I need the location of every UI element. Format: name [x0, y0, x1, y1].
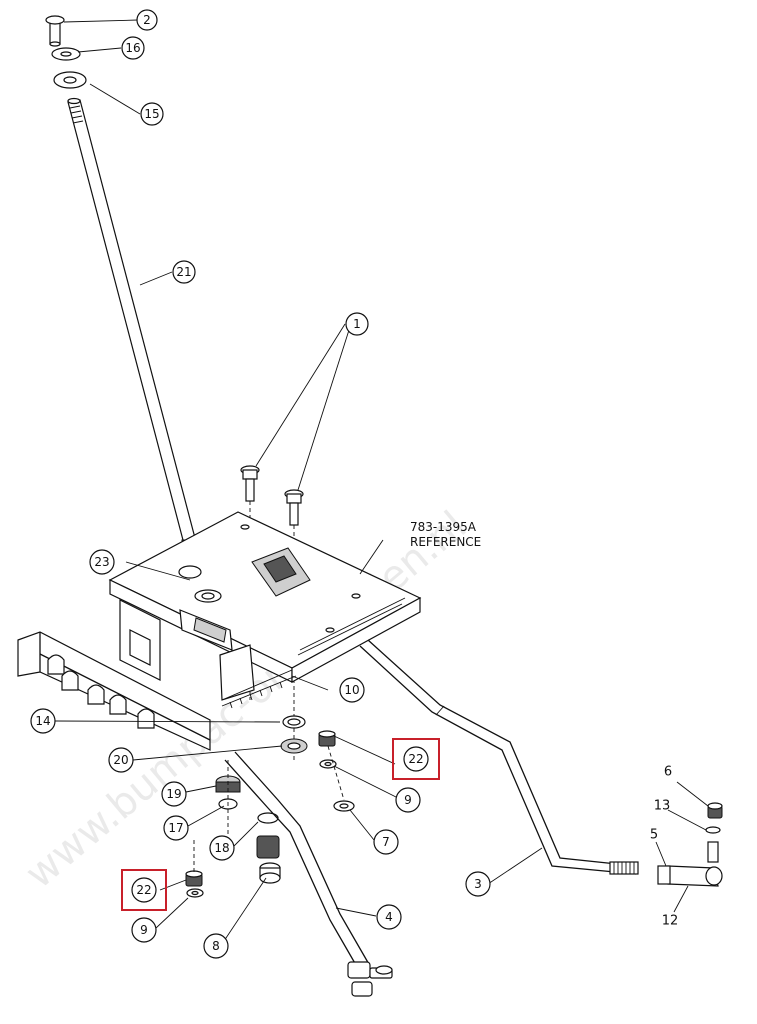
callout-22-left-label: 22 [136, 883, 151, 897]
tie-rod-end [347, 961, 393, 997]
callout-19-label: 19 [166, 787, 181, 801]
callout-15-label: 15 [144, 107, 159, 121]
washer-9-left [186, 888, 204, 898]
callout-2-label: 2 [143, 13, 151, 27]
callout-14-label: 14 [35, 714, 50, 728]
reference-word: REFERENCE [410, 535, 481, 549]
steering-gear-sector [219, 644, 297, 709]
callout-22-right-label: 22 [408, 752, 423, 766]
callout-20-label: 20 [113, 753, 128, 767]
callout-21: 21 [172, 260, 196, 284]
callout-18-label: 18 [214, 841, 229, 855]
callout-18: 18 [209, 835, 235, 861]
callout-9-left: 9 [131, 917, 157, 943]
callout-10-label: 10 [344, 683, 359, 697]
label-6: 6 [664, 765, 672, 780]
callout-10: 10 [339, 677, 365, 703]
callout-17-label: 17 [168, 821, 183, 835]
label-5: 5 [650, 828, 658, 843]
callout-9-right-label: 9 [404, 793, 412, 807]
steering-shaft [67, 97, 207, 583]
shaft-bolt [45, 15, 65, 47]
callout-14: 14 [30, 708, 56, 734]
bushing-20 [280, 738, 308, 754]
spacer-7 [333, 800, 355, 812]
pivot-bracket [119, 589, 233, 681]
callout-2: 2 [136, 9, 158, 31]
callout-23-label: 23 [94, 555, 109, 569]
nut-22-left [185, 870, 203, 887]
callout-7: 7 [373, 829, 399, 855]
callout-19: 19 [161, 781, 187, 807]
bushing-8 [259, 862, 281, 884]
pinion-18 [256, 812, 280, 859]
shaft-washer-large [53, 71, 87, 89]
callout-3: 3 [465, 871, 491, 897]
callout-17: 17 [163, 815, 189, 841]
callout-8: 8 [203, 933, 229, 959]
callout-15: 15 [140, 102, 164, 126]
frame-channel [17, 631, 211, 751]
ball-joint-assembly [657, 802, 723, 887]
callout-9-left-label: 9 [140, 923, 148, 937]
callout-22-left: 22 [121, 869, 167, 911]
callout-23: 23 [89, 549, 115, 575]
callout-1: 1 [345, 312, 369, 336]
tie-rod [224, 751, 393, 997]
drag-link [359, 639, 639, 875]
callout-8-label: 8 [212, 939, 220, 953]
washer-9-right [319, 759, 337, 769]
mount-bolt-right [284, 489, 304, 526]
leader-lines [54, 19, 709, 945]
shaft-washer-small [51, 47, 81, 61]
callout-16-top: 16 [121, 36, 145, 60]
callout-9-right: 9 [395, 787, 421, 813]
callout-20: 20 [108, 747, 134, 773]
label-12: 12 [662, 914, 679, 929]
callout-21-label: 21 [176, 265, 191, 279]
callout-7-label: 7 [382, 835, 390, 849]
callout-3-label: 3 [474, 877, 482, 891]
label-13: 13 [654, 799, 671, 814]
bearing-10 [282, 715, 306, 729]
mount-bolt-left [240, 465, 260, 502]
callout-1-label: 1 [353, 317, 361, 331]
callout-4-label: 4 [385, 910, 393, 924]
callout-4: 4 [376, 904, 402, 930]
callout-16-top-label: 16 [125, 41, 140, 55]
nut-22-right [318, 730, 336, 747]
callout-22-right: 22 [392, 738, 440, 780]
reference-part-number: 783-1395A [410, 520, 477, 534]
